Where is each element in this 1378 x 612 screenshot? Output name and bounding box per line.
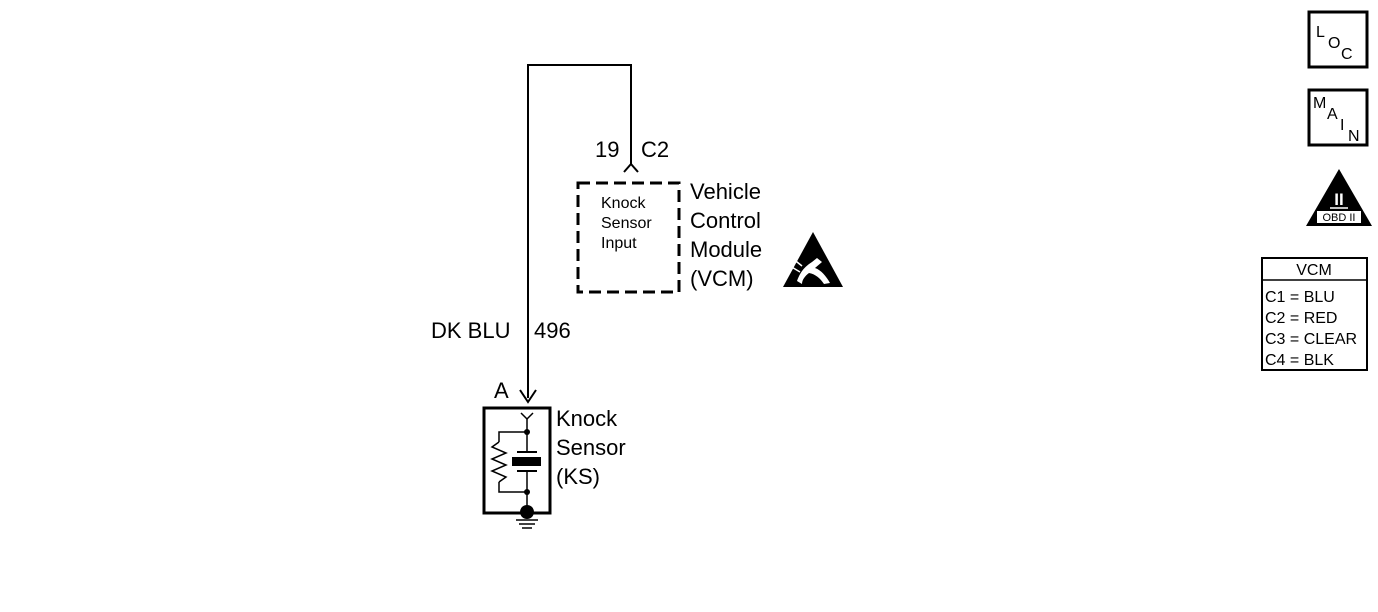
vcm-input-line-1: Knock	[601, 195, 646, 212]
legend-row-c3: C3 = CLEAR	[1265, 331, 1357, 348]
legend-title: VCM	[1296, 262, 1332, 279]
main-letter-a: A	[1327, 106, 1338, 123]
vcm-title-line-1: Vehicle	[690, 179, 761, 204]
wire-color-label: DK BLU	[431, 318, 510, 343]
obd-label: OBD II	[1322, 212, 1355, 224]
sensor-title-line-1: Knock	[556, 406, 618, 431]
vcm-connector-legend: VCM C1 = BLU C2 = RED C3 = CLEAR C4 = BL…	[1261, 257, 1368, 371]
loc-letter-c: C	[1341, 46, 1353, 63]
legend-row-c2: C2 = RED	[1265, 310, 1337, 327]
wire-496	[519, 64, 632, 404]
main-letter-n: N	[1348, 128, 1360, 145]
loc-button[interactable]: L O C	[1307, 10, 1369, 69]
sensor-title-line-3: (KS)	[556, 464, 600, 489]
loc-letter-l: L	[1316, 24, 1325, 41]
obd-numeral: II	[1334, 190, 1343, 209]
sensor-terminal-label: A	[494, 378, 509, 403]
legend-row-c1: C1 = BLU	[1265, 289, 1335, 306]
main-letter-i: I	[1340, 117, 1344, 134]
vcm-input-line-3: Input	[601, 235, 637, 252]
esd-warning-icon	[783, 232, 843, 287]
vcm-title-line-2: Control	[690, 208, 761, 233]
obd-ii-button[interactable]: II OBD II	[1306, 169, 1372, 226]
loc-letter-o: O	[1328, 35, 1340, 52]
legend-row-c4: C4 = BLK	[1265, 352, 1334, 369]
main-button[interactable]: M A I N	[1307, 88, 1369, 147]
wire-circuit-number: 496	[534, 318, 571, 343]
vcm-title-line-4: (VCM)	[690, 266, 754, 291]
sensor-title-line-2: Sensor	[556, 435, 626, 460]
vcm-input-line-2: Sensor	[601, 215, 652, 232]
connector-name: C2	[641, 137, 669, 162]
connector-c2-symbol	[623, 162, 639, 173]
knock-sensor-symbol	[482, 406, 552, 529]
vcm-dashed-box	[576, 181, 681, 294]
connector-pin-number: 19	[595, 137, 619, 162]
vcm-title-line-3: Module	[690, 237, 762, 262]
main-letter-m: M	[1313, 95, 1326, 112]
